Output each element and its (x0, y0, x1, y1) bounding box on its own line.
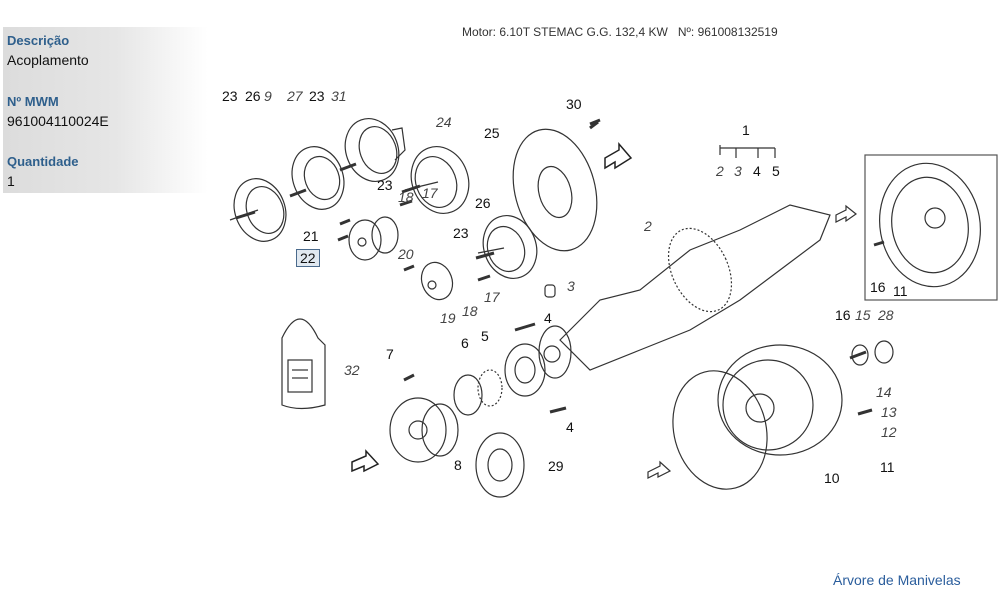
part-label[interactable]: 16 (870, 279, 886, 295)
mwm-label: Nº MWM (7, 94, 59, 109)
part-label[interactable]: 18 (398, 189, 414, 205)
part-label[interactable]: 21 (303, 228, 319, 244)
part-label[interactable]: 16 (835, 307, 851, 323)
part-label[interactable]: 3 (567, 278, 575, 294)
part-label[interactable]: 17 (484, 289, 500, 305)
part-label[interactable]: 14 (876, 384, 892, 400)
part-label[interactable]: 23 (222, 88, 238, 104)
hub-22[interactable] (348, 216, 399, 261)
part-label[interactable]: 15 (855, 307, 871, 323)
part-label[interactable]: 23 (453, 225, 469, 241)
part-label[interactable]: 26 (475, 195, 491, 211)
part-label[interactable]: 31 (331, 88, 347, 104)
part-label[interactable]: 6 (461, 335, 469, 351)
part-label[interactable]: 27 (287, 88, 303, 104)
part-label[interactable]: 25 (484, 125, 500, 141)
part-label[interactable]: 30 (566, 96, 582, 112)
description-value: Acoplamento (7, 52, 89, 68)
ring-gear-10[interactable] (660, 360, 780, 500)
description-label: Descrição (7, 33, 70, 48)
flywheel-11[interactable] (870, 155, 990, 294)
part-label[interactable]: 23 (309, 88, 325, 104)
direction-arrow-icon (647, 460, 672, 479)
part-label[interactable]: 4 (544, 310, 552, 326)
part-label[interactable]: 9 (264, 88, 272, 104)
part-label[interactable]: 10 (824, 470, 840, 486)
part-label[interactable]: 11 (880, 459, 895, 475)
part-label[interactable]: 18 (462, 303, 478, 319)
part-label[interactable]: 20 (398, 246, 414, 262)
crankshaft-2[interactable] (538, 204, 831, 379)
part-label[interactable]: 5 (772, 163, 780, 179)
part-label[interactable]: 26 (245, 88, 261, 104)
damper-25[interactable] (500, 120, 609, 260)
direction-arrow-icon (835, 204, 858, 223)
flywheel-inset-frame (864, 154, 998, 301)
gear-5[interactable] (504, 343, 546, 397)
bolts (235, 118, 885, 416)
part-label[interactable]: 17 (422, 185, 438, 201)
part-label[interactable]: 29 (548, 458, 564, 474)
part-label[interactable]: 5 (481, 328, 489, 344)
pulley-26[interactable] (475, 208, 546, 286)
part-label[interactable]: 28 (878, 307, 894, 323)
part-label[interactable]: 13 (881, 404, 897, 420)
part-label[interactable]: 2 (716, 163, 724, 179)
part-label[interactable]: 23 (377, 177, 393, 193)
part-label[interactable]: 1 (742, 122, 750, 138)
direction-arrow-icon (351, 449, 380, 473)
selected-part-label[interactable]: 22 (296, 249, 320, 267)
hub-19[interactable] (416, 258, 457, 304)
part-label[interactable]: 2 (644, 218, 652, 234)
engine-title: Motor: 6.10T STEMAC G.G. 132,4 KW Nº: 96… (462, 25, 778, 39)
pulley-9-27[interactable] (284, 139, 353, 216)
pulley-31[interactable] (337, 111, 408, 189)
washer-29[interactable] (475, 432, 525, 498)
part-label[interactable]: 7 (386, 346, 394, 362)
dowel-3[interactable] (544, 284, 556, 298)
part-label[interactable]: 32 (344, 362, 360, 378)
bearing-6[interactable] (453, 369, 503, 416)
crankshaft-tree-link[interactable]: Árvore de Manivelas (833, 572, 961, 588)
part-label[interactable]: 12 (881, 424, 897, 440)
leader-1 (719, 145, 776, 158)
pulley-24[interactable] (402, 138, 478, 221)
part-label[interactable]: 19 (440, 310, 456, 326)
part-label[interactable]: 4 (753, 163, 761, 179)
direction-arrow-icon (604, 141, 633, 170)
part-label[interactable]: 11 (893, 283, 908, 299)
quantity-value: 1 (7, 173, 15, 189)
part-label[interactable]: 8 (454, 457, 462, 473)
seal-15-28[interactable] (851, 340, 894, 366)
pulley-23-26[interactable] (226, 171, 295, 248)
quantity-label: Quantidade (7, 154, 79, 169)
part-label[interactable]: 24 (436, 114, 452, 130)
part-info-panel: Descrição Acoplamento Nº MWM 96100411002… (3, 27, 208, 193)
housing-8[interactable] (389, 397, 459, 463)
sealant-bottle-32[interactable] (281, 318, 326, 410)
mwm-value: 961004110024E (7, 113, 109, 129)
flywheel-14[interactable] (717, 344, 843, 456)
part-label[interactable]: 4 (566, 419, 574, 435)
part-label[interactable]: 3 (734, 163, 742, 179)
